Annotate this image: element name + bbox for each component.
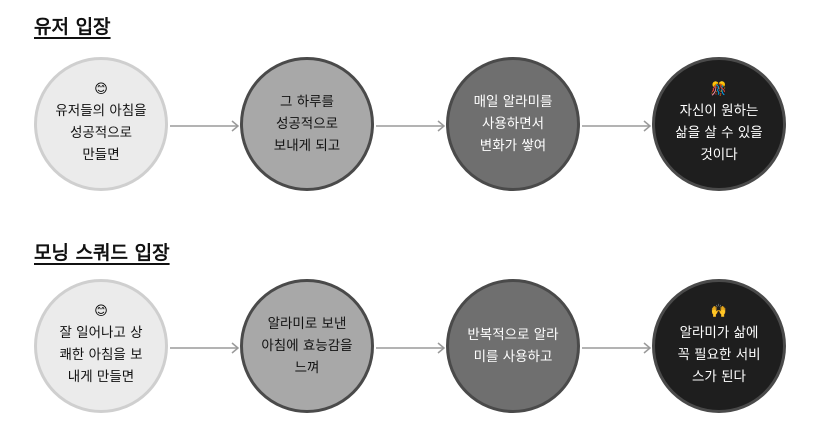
- section-title-morning-squad: 모닝 스쿼드 입장: [34, 242, 170, 264]
- flow-step-user-4: 🎊 자신이 원하는 삶을 살 수 있을 것이다: [652, 57, 786, 191]
- flow-step-text: 잘 일어나고 상 쾌한 아침을 보 내게 만들면: [59, 325, 143, 385]
- arrow-right-icon: [376, 342, 446, 354]
- flow-step-user-3: 매일 알라미를 사용하면서 변화가 쌓여: [446, 57, 580, 191]
- celebration-icon: 🎊: [710, 82, 728, 97]
- arrow-right-icon: [376, 120, 446, 132]
- flow-step-squad-4: 🙌 알라미가 삶에 꼭 필요한 서비 스가 된다: [652, 279, 786, 413]
- flow-step-text: 그 하루를 성공적으로 보내게 되고: [273, 94, 341, 154]
- arrow-right-icon: [582, 342, 652, 354]
- smile-icon: 😊: [94, 304, 108, 319]
- flow-step-squad-1: 😊 잘 일어나고 상 쾌한 아침을 보 내게 만들면: [34, 279, 168, 413]
- flow-step-text: 알라미가 삶에 꼭 필요한 서비 스가 된다: [677, 325, 761, 385]
- flow-step-text: 유저들의 아침을 성공적으로 만들면: [55, 103, 147, 163]
- flow-step-user-1: 😊 유저들의 아침을 성공적으로 만들면: [34, 57, 168, 191]
- arrow-right-icon: [582, 120, 652, 132]
- arrow-right-icon: [170, 342, 240, 354]
- flow-step-user-2: 그 하루를 성공적으로 보내게 되고: [240, 57, 374, 191]
- flow-step-text: 매일 알라미를 사용하면서 변화가 쌓여: [473, 94, 553, 154]
- smile-icon: 😊: [94, 82, 108, 97]
- section-title-user: 유저 입장: [34, 16, 111, 38]
- flow-step-squad-3: 반복적으로 알라 미를 사용하고: [446, 279, 580, 413]
- raised-hands-icon: 🙌: [710, 304, 728, 319]
- flow-step-text: 반복적으로 알라 미를 사용하고: [467, 327, 559, 365]
- flow-step-text: 알라미로 보낸 아침에 효능감을 느껴: [261, 316, 353, 376]
- flow-step-text: 자신이 원하는 삶을 살 수 있을 것이다: [675, 103, 763, 163]
- arrow-right-icon: [170, 120, 240, 132]
- flow-step-squad-2: 알라미로 보낸 아침에 효능감을 느껴: [240, 279, 374, 413]
